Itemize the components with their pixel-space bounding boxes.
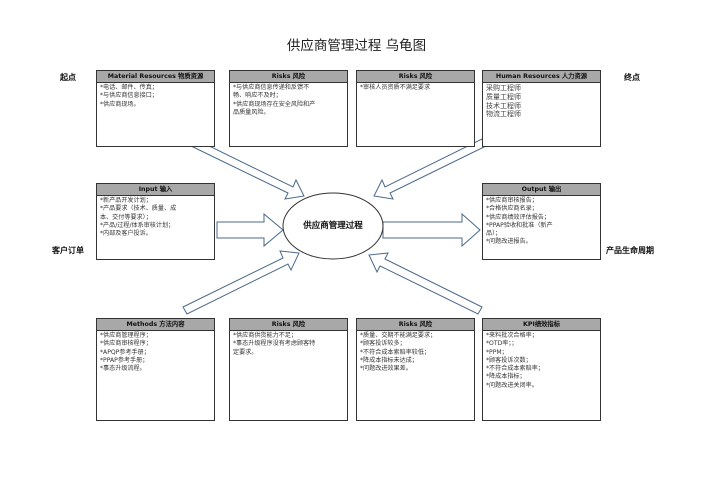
arrow-bottom-left	[182, 250, 300, 315]
human-line-3: 技术工程师	[486, 101, 521, 110]
risk-bottom-1-line-2: *事态升级程序没有考虑顾客特	[233, 340, 316, 348]
arrow-bottom-right	[368, 252, 483, 315]
human-line-2: 质量工程师	[486, 92, 521, 101]
risk-bottom-2-line-3: *不符合成本索赔率较低；	[360, 348, 431, 356]
kpi-line-5: *不符合成本索赔率；	[486, 365, 544, 373]
input-line-5: *内部及客户投诉。	[100, 230, 152, 238]
input-line-3: 本、交付等要求）；	[100, 213, 152, 221]
arrow-right	[382, 212, 481, 248]
kpi-header: KPI绩效指标	[483, 319, 600, 331]
input-box: Input 输入 *新产品开发计划； *产品要求（技术、质量、成 本、交付等要求…	[96, 183, 215, 260]
kpi-box: KPI绩效指标 *来料批次合格率； *OTD率；； *PPM； *顾客投诉次数；…	[482, 318, 601, 421]
center-process-label: 供应商管理过程	[303, 221, 363, 231]
human-line-1: 采购工程师	[486, 84, 521, 92]
material-resources-header: Material Resources 物质资源	[97, 71, 214, 83]
diagram-title: 供应商管理过程 乌龟图	[286, 38, 427, 54]
kpi-line-6: *降成本指标；	[486, 373, 526, 381]
material-resources-box: Material Resources 物质资源 *电话、邮件、传真； *与供应商…	[96, 70, 215, 147]
risk-bottom-1-line-1: *供应商供货能力不足；	[233, 332, 297, 339]
methods-line-4: *PPAP参考手册；	[100, 356, 149, 364]
input-line-4: *产品/过程/体系审核计划；	[100, 221, 175, 229]
risk-bottom-1-header: Risks 风险	[230, 319, 347, 331]
material-line-2: *与供应商信息接口；	[100, 92, 158, 100]
output-header: Output 输出	[483, 184, 600, 196]
kpi-line-1: *来料批次合格率；	[486, 332, 538, 339]
kpi-line-2: *OTD率；；	[486, 340, 518, 348]
output-box: Output 输出 *供应商审核报告； *合格供应商名录； *供应商绩效评估报告…	[482, 183, 601, 260]
risk-top-1-line-4: 品质量风险。	[233, 108, 270, 116]
risk-box-bottom-2: Risks 风险 *质量、交期不能满足要求； *顾客投诉较多； *不符合成本索赔…	[356, 318, 475, 421]
input-line-1: *新产品开发计划；	[100, 197, 152, 204]
product-lifecycle-label: 产品生命周期	[606, 246, 654, 255]
arrow-top-left	[190, 138, 305, 200]
start-label: 起点	[60, 73, 76, 82]
input-line-2: *产品要求（技术、质量、成	[100, 205, 177, 213]
output-line-2: *合格供应商名录；	[486, 205, 538, 213]
methods-line-5: *事态升级流程。	[100, 365, 146, 373]
risk-box-bottom-1: Risks 风险 *供应商供货能力不足； *事态升级程序没有考虑顾客特 定要求。	[229, 318, 348, 421]
risk-top-2-header: Risks 风险	[357, 71, 474, 83]
human-line-4: 物流工程师	[486, 110, 521, 119]
risk-bottom-2-header: Risks 风险	[357, 319, 474, 331]
risk-top-1-header: Risks 风险	[230, 71, 347, 83]
risk-bottom-1-line-3: 定要求。	[233, 348, 258, 356]
risk-top-1-line-3: *供应商现场存在安全风险和产	[233, 100, 316, 108]
human-resources-header: Human Resources 人力资源	[483, 71, 600, 83]
risk-top-1-line-1: *与供应商信息传递和反馈不	[233, 84, 310, 91]
output-line-1: *供应商审核报告；	[486, 197, 538, 204]
arrow-left	[216, 212, 284, 248]
risk-bottom-2-line-5: *问题改进效果差。	[360, 365, 412, 373]
customer-order-label: 客户订单	[52, 246, 84, 255]
risk-box-top-1: Risks 风险 *与供应商信息传递和反馈不 畅、响应不及时； *供应商现场存在…	[229, 70, 348, 147]
end-label: 终点	[624, 73, 640, 82]
methods-line-2: *供应商审核程序；	[100, 340, 152, 348]
arrow-top-right	[373, 138, 487, 200]
center-ellipse	[282, 192, 384, 260]
material-line-1: *电话、邮件、传真；	[100, 84, 158, 91]
human-resources-box: Human Resources 人力资源 采购工程师 质量工程师 技术工程师 物…	[482, 70, 601, 147]
kpi-line-4: *顾客投诉次数；	[486, 356, 532, 364]
risk-box-top-2: Risks 风险 *审核人员资质不满足要求	[356, 70, 475, 147]
material-line-3: *供应商现场。	[100, 100, 140, 108]
output-line-5: 品）；	[486, 230, 502, 238]
risk-bottom-2-line-1: *质量、交期不能满足要求；	[360, 332, 437, 339]
risk-top-2-line-1: *审核人员资质不满足要求	[360, 84, 431, 91]
output-line-3: *供应商绩效评估报告；	[486, 213, 550, 221]
output-line-4: *PPAP验收和批准（新产	[486, 221, 553, 229]
kpi-line-3: *PPM；	[486, 348, 508, 356]
kpi-line-7: *问题改进关闭率。	[486, 381, 538, 389]
output-line-6: *问题改进报告。	[486, 238, 532, 246]
methods-header: Methods 方法内容	[97, 319, 214, 331]
risk-bottom-2-line-2: *顾客投诉较多；	[360, 340, 406, 348]
methods-box: Methods 方法内容 *供应商管理程序； *供应商审核程序； *APQP参考…	[96, 318, 215, 421]
input-header: Input 输入	[97, 184, 214, 196]
methods-line-1: *供应商管理程序；	[100, 332, 152, 339]
risk-bottom-2-line-4: *降成本指标未达成；	[360, 356, 418, 364]
methods-line-3: *APQP参考手册；	[100, 348, 150, 356]
risk-top-1-line-2: 畅、响应不及时；	[233, 92, 282, 100]
